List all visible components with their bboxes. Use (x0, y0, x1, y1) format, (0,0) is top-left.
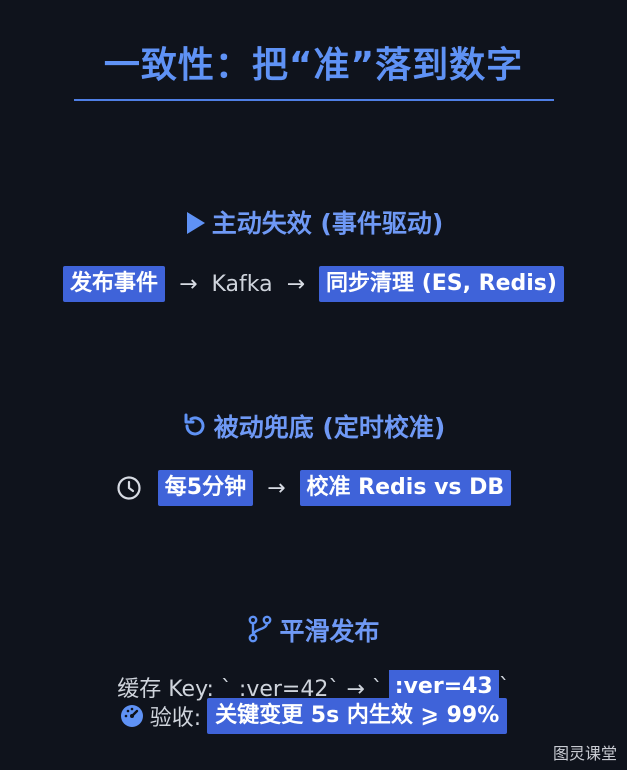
section-active-title: 主动失效 (事件驱动) (211, 209, 444, 238)
step-publish-event: 发布事件 (63, 266, 166, 302)
step-every-5-min: 每5分钟 (157, 470, 254, 506)
section-passive-heading: 被动兜底 (定时校准) (0, 408, 627, 445)
section-release-heading: 平滑发布 (0, 612, 627, 649)
cache-key-prefix: 缓存 Key: ` :ver=42` → ` (117, 677, 383, 702)
step-sync-clean: 同步清理 (ES, Redis) (319, 266, 564, 302)
passive-flow: 每5分钟 → 校准 Redis vs DB (0, 470, 627, 506)
branch-icon (247, 615, 273, 649)
clock-icon (116, 475, 142, 501)
acceptance-label: 验收: (149, 706, 202, 731)
section-passive-title: 被动兜底 (定时校准) (213, 413, 446, 442)
arrow-3: → (267, 475, 286, 501)
cache-key-suffix: ` (498, 674, 510, 700)
gauge-icon (120, 704, 144, 728)
title-underline (74, 99, 554, 101)
refresh-icon (182, 413, 208, 445)
arrow-2: → (286, 271, 306, 297)
section-active-heading: 主动失效 (事件驱动) (0, 204, 627, 241)
step-kafka: Kafka (211, 271, 273, 297)
acceptance-line: 验收: 关键变更 5s 内生效 ⩾ 99% (0, 698, 627, 734)
acceptance-value: 关键变更 5s 内生效 ⩾ 99% (207, 698, 508, 734)
active-flow: 发布事件 → Kafka → 同步清理 (ES, Redis) (0, 266, 627, 302)
arrow-1: → (179, 271, 198, 297)
play-icon (184, 211, 206, 241)
step-calibrate: 校准 Redis vs DB (299, 470, 512, 506)
watermark: 图灵课堂 (552, 744, 617, 763)
page-title: 一致性：把“准”落到数字 (103, 45, 524, 86)
section-release-title: 平滑发布 (279, 617, 380, 646)
